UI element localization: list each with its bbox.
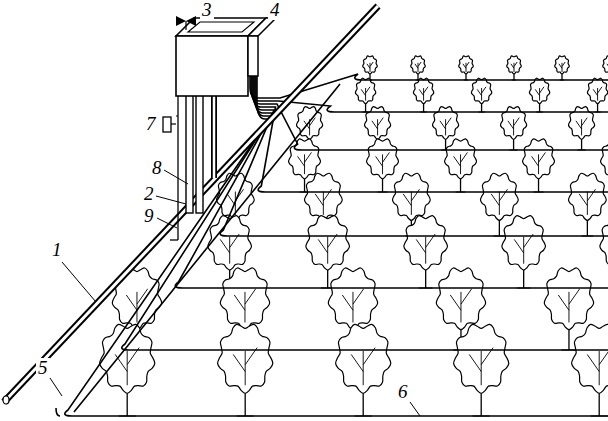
- tree: [501, 107, 527, 150]
- manifold-top: [248, 18, 276, 36]
- tree: [587, 78, 607, 112]
- tree: [445, 139, 477, 192]
- tree: [471, 78, 491, 112]
- supply-pipe-inner: [213, 96, 216, 178]
- sensor-wire: [171, 123, 176, 124]
- drip-lateral: [175, 76, 608, 288]
- callout-number: 9: [142, 206, 156, 226]
- tree: [603, 56, 608, 80]
- callout-number: 7: [144, 114, 158, 134]
- support-legs: [186, 95, 203, 213]
- drip-lateral: [65, 76, 608, 416]
- sensor-wire: [176, 115, 178, 116]
- tree-rows: [100, 56, 608, 416]
- drain-line: [170, 239, 178, 240]
- supply-pipe: [211, 96, 217, 178]
- header-line: [74, 84, 340, 412]
- drip-laterals: [56, 74, 608, 416]
- tree: [507, 56, 522, 80]
- manifold: [248, 36, 258, 76]
- callout-number: 2: [142, 184, 156, 204]
- tree: [411, 56, 426, 80]
- tree: [600, 216, 608, 288]
- drip-lateral: [220, 76, 608, 236]
- tree: [454, 324, 509, 416]
- tree: [555, 56, 570, 80]
- valve-stem: [185, 21, 186, 30]
- tree: [569, 107, 595, 150]
- main-pipe: [4, 6, 378, 402]
- leg-tube: [196, 95, 203, 213]
- leader-lines: [50, 170, 420, 416]
- leg-tube: [186, 95, 193, 213]
- callout-number: 8: [150, 158, 164, 178]
- drain-line: [177, 95, 178, 240]
- fertilizer-tank: [176, 36, 248, 96]
- tree: [336, 324, 391, 416]
- callout-number: 3: [200, 0, 214, 20]
- tree: [404, 216, 448, 288]
- callout-number: 5: [36, 358, 50, 378]
- tree: [459, 56, 474, 80]
- tree: [218, 324, 273, 416]
- tank-opening: [188, 22, 254, 32]
- callout-number: 6: [396, 382, 410, 402]
- callout-number: 1: [50, 240, 64, 260]
- callout-number: 4: [268, 0, 282, 20]
- drip-lateral: [253, 76, 608, 192]
- tree: [568, 173, 606, 236]
- tree: [572, 324, 608, 416]
- tree: [529, 78, 549, 112]
- tree: [502, 216, 546, 288]
- pipe-end: [3, 396, 9, 404]
- tree: [363, 56, 378, 80]
- main-pipe-inner: [4, 6, 378, 402]
- lateral-end: [56, 408, 60, 416]
- sensor-box: [163, 117, 171, 132]
- tree: [367, 139, 399, 192]
- tree: [523, 139, 555, 192]
- drip-lateral: [122, 76, 608, 350]
- tree: [413, 78, 433, 112]
